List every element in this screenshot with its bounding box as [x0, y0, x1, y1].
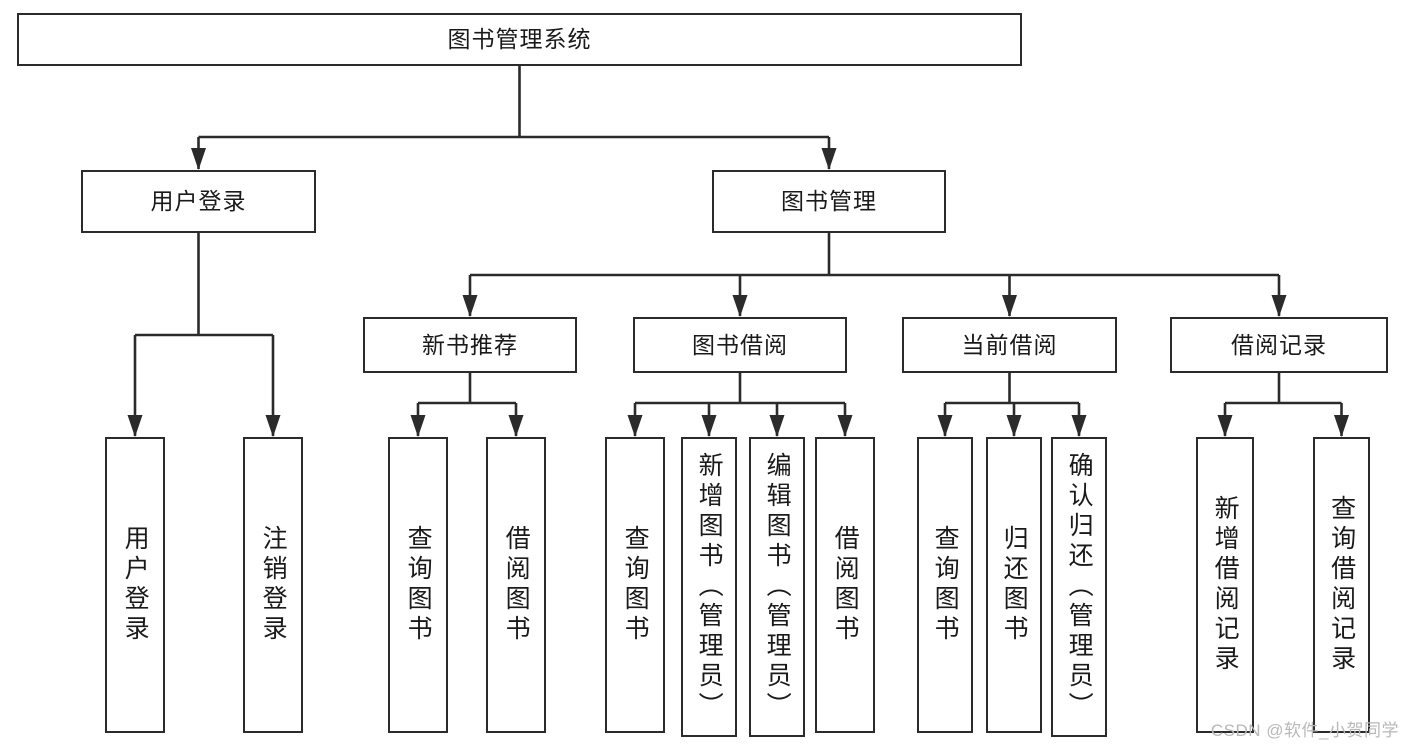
- arrowhead-icon: [1271, 295, 1287, 317]
- node-label: 查询图书: [931, 525, 960, 645]
- node-label: 查询图书: [621, 525, 650, 645]
- arrowhead-icon: [191, 148, 206, 170]
- arrowhead-icon: [1217, 415, 1233, 437]
- arrowhead-icon: [1334, 415, 1349, 437]
- arrowhead-icon: [1006, 415, 1022, 437]
- node-l_login[interactable]: 用户登录: [105, 437, 165, 733]
- node-label: 编辑图书（管理员）: [763, 452, 792, 722]
- arrowhead-icon: [1002, 295, 1017, 317]
- node-l_addrec[interactable]: 新增借阅记录: [1196, 437, 1254, 733]
- node-l_addbook[interactable]: 新增图书（管理员）: [681, 437, 737, 737]
- arrowhead-icon: [627, 415, 643, 437]
- node-label: 新增借阅记录: [1211, 495, 1240, 675]
- node-label: 当前借阅: [961, 331, 1058, 358]
- arrowhead-icon: [508, 415, 524, 437]
- node-l_logout[interactable]: 注销登录: [243, 437, 303, 733]
- arrowhead-icon: [462, 295, 478, 317]
- node-label: 图书管理系统: [447, 26, 592, 53]
- node-label: 借阅图书: [502, 525, 531, 645]
- node-l_query3[interactable]: 查询图书: [917, 437, 973, 733]
- node-current[interactable]: 当前借阅: [902, 317, 1117, 373]
- node-label: 归还图书: [1000, 525, 1029, 645]
- node-label: 新书推荐: [422, 331, 518, 358]
- arrowhead-icon: [937, 415, 953, 437]
- node-label: 确认归还（管理员）: [1065, 452, 1094, 722]
- arrowhead-icon: [732, 295, 748, 317]
- node-l_borrow1[interactable]: 借阅图书: [486, 437, 546, 733]
- node-label: 用户登录: [150, 188, 247, 215]
- node-l_confirm[interactable]: 确认归还（管理员）: [1051, 437, 1107, 737]
- node-l_queryrec[interactable]: 查询借阅记录: [1313, 437, 1370, 733]
- arrowhead-icon: [265, 415, 281, 437]
- arrowhead-icon: [1071, 415, 1087, 437]
- node-newbook[interactable]: 新书推荐: [363, 317, 577, 373]
- node-label: 用户登录: [121, 525, 150, 645]
- node-label: 图书管理: [781, 188, 877, 215]
- arrowhead-icon: [701, 415, 717, 437]
- node-records[interactable]: 借阅记录: [1170, 317, 1388, 373]
- node-label: 查询图书: [404, 525, 433, 645]
- node-label: 注销登录: [259, 525, 288, 645]
- node-label: 借阅图书: [831, 525, 860, 645]
- node-login[interactable]: 用户登录: [81, 170, 316, 233]
- arrowhead-icon: [769, 415, 785, 437]
- node-l_query2[interactable]: 查询图书: [605, 437, 665, 733]
- node-label: 查询借阅记录: [1327, 495, 1356, 675]
- node-bookmgmt[interactable]: 图书管理: [712, 170, 946, 233]
- node-root[interactable]: 图书管理系统: [17, 13, 1022, 66]
- node-l_query1[interactable]: 查询图书: [388, 437, 448, 733]
- node-borrow[interactable]: 图书借阅: [633, 317, 847, 373]
- arrowhead-icon: [127, 415, 143, 437]
- arrowhead-icon: [410, 415, 426, 437]
- node-label: 图书借阅: [692, 331, 788, 358]
- arrowhead-icon: [821, 148, 837, 170]
- node-l_borrow2[interactable]: 借阅图书: [815, 437, 875, 733]
- node-label: 新增图书（管理员）: [695, 452, 724, 722]
- node-l_editbook[interactable]: 编辑图书（管理员）: [749, 437, 805, 737]
- node-l_return[interactable]: 归还图书: [986, 437, 1042, 733]
- arrowhead-icon: [837, 415, 853, 437]
- node-label: 借阅记录: [1231, 331, 1327, 358]
